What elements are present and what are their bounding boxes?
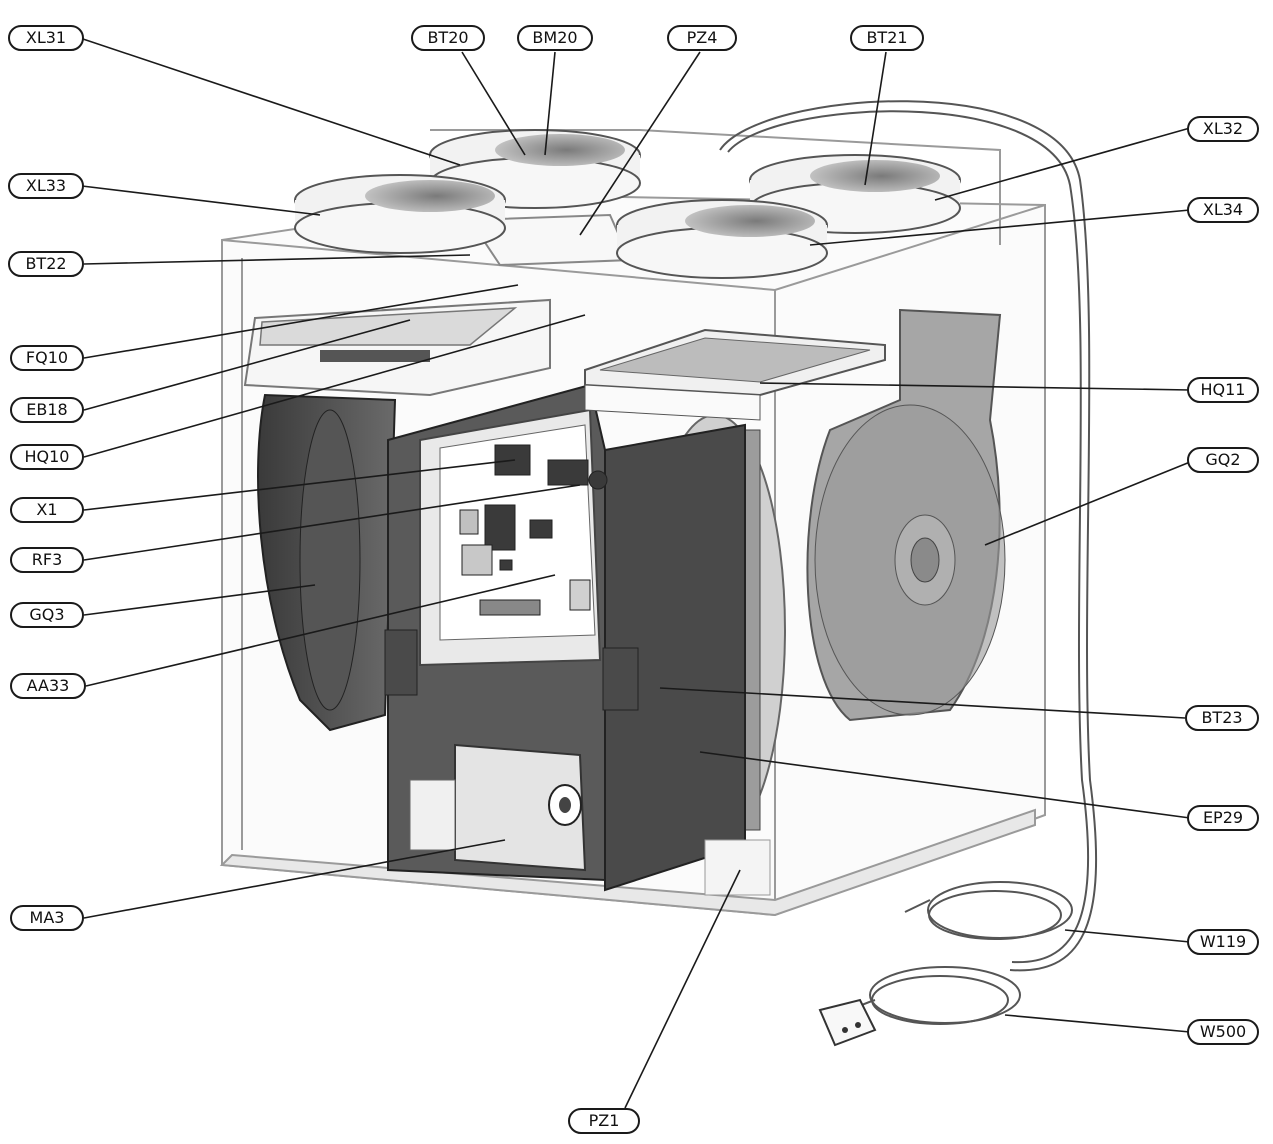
label-pz1: PZ1: [568, 1108, 640, 1134]
label-hq11: HQ11: [1187, 377, 1259, 403]
label-pz4: PZ4: [667, 25, 737, 51]
label-bt22: BT22: [8, 251, 84, 277]
label-bt21: BT21: [850, 25, 924, 51]
label-bm20: BM20: [517, 25, 593, 51]
duct-xl34: [616, 199, 828, 279]
circuit-board-aa33: [459, 444, 608, 616]
sensor-bt23-block: [602, 647, 639, 711]
power-plug: [818, 998, 877, 1047]
label-bt20: BT20: [411, 25, 485, 51]
label-hq10: HQ10: [10, 444, 84, 470]
damper-motor-ma3: [409, 743, 587, 872]
fan-gq2: [806, 308, 1006, 722]
label-bt23: BT23: [1185, 705, 1259, 731]
filter-tray-left: [243, 298, 551, 397]
duct-xl32: [749, 154, 961, 234]
terminal-block-left: [384, 629, 418, 696]
label-gq3: GQ3: [10, 602, 84, 628]
label-xl32: XL32: [1187, 116, 1259, 142]
label-w500: W500: [1187, 1019, 1259, 1045]
label-ma3: MA3: [10, 905, 84, 931]
label-rf3: RF3: [10, 547, 84, 573]
base-part-pz1: [704, 839, 771, 896]
label-eb18: EB18: [10, 397, 84, 423]
cables: [719, 100, 1097, 1025]
label-xl31: XL31: [8, 25, 84, 51]
label-gq2: GQ2: [1187, 447, 1259, 473]
label-x1: X1: [10, 497, 84, 523]
duct-xl31: [429, 129, 641, 209]
label-fq10: FQ10: [10, 345, 84, 371]
label-xl33: XL33: [8, 173, 84, 199]
label-w119: W119: [1187, 929, 1259, 955]
fan-gq3: [257, 393, 397, 732]
duct-connections: [294, 129, 961, 279]
label-ep29: EP29: [1187, 805, 1259, 831]
filter-tray-right: [584, 328, 886, 421]
label-aa33: AA33: [10, 673, 86, 699]
duct-xl33: [294, 174, 506, 254]
leader-lines: [79, 37, 1196, 1109]
label-xl34: XL34: [1187, 197, 1259, 223]
